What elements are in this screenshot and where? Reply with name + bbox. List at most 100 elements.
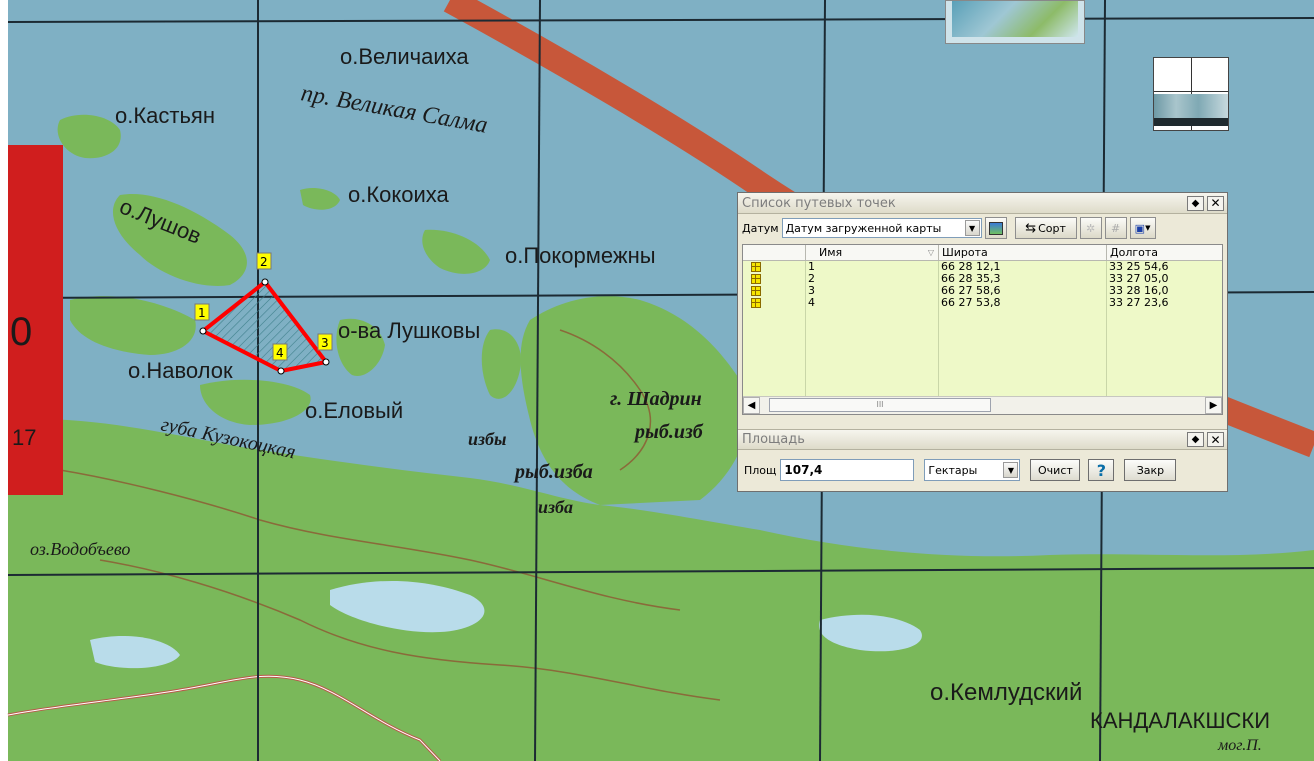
picture-icon	[988, 221, 1003, 235]
label-ryb-izba: рыб.изба	[513, 461, 593, 483]
cell-lat: 66 28 12,1	[939, 261, 1107, 273]
road	[7, 675, 441, 761]
save-dropdown-button[interactable]: ▣▼	[1129, 217, 1156, 239]
chevron-down-icon[interactable]: ▼	[964, 220, 980, 236]
header-icon-col	[743, 245, 806, 260]
column-divider	[938, 261, 939, 397]
header-lon[interactable]: Долгота	[1110, 246, 1159, 259]
left-margin	[0, 0, 8, 761]
sort-label: Сорт	[1038, 221, 1066, 235]
grid-button[interactable]: #	[1104, 217, 1127, 239]
polygon-vertices	[199, 278, 330, 375]
close-waypoints-button[interactable]: ✕	[1207, 195, 1224, 211]
chevron-down-icon[interactable]: ▼	[1003, 462, 1019, 478]
island-lushov	[112, 194, 247, 286]
sort-indicator-icon: ▽	[927, 248, 934, 257]
cell-lon: 33 25 54,6	[1109, 261, 1169, 273]
area-unit-select[interactable]: Гектары ▼	[924, 459, 1021, 481]
close-area-button[interactable]: ✕	[1207, 432, 1224, 447]
overview-map[interactable]	[945, 0, 1085, 44]
clear-button[interactable]: Очист	[1030, 459, 1081, 481]
preview-divider	[1154, 91, 1228, 92]
cell-lon: 33 27 05,0	[1109, 273, 1169, 285]
waypoint-icon	[743, 285, 806, 297]
mainland-east	[520, 296, 748, 505]
scroll-right-button[interactable]: ▶	[1205, 397, 1222, 414]
waypoint-icon	[751, 274, 761, 284]
datum-value: Датум загруженной карты	[785, 221, 942, 235]
waypoints-title: Список путевых точек	[742, 195, 896, 211]
header-name[interactable]: Имя ▽	[806, 245, 939, 260]
crosshair-icon: ✲	[1085, 221, 1096, 235]
waypoints-table[interactable]: Имя ▽ Широта Долгота 1 66 28 12,1 33 25 …	[742, 244, 1223, 415]
header-name-label: Имя	[819, 246, 843, 259]
area-menu-updown-button[interactable]: ◆	[1187, 432, 1204, 447]
vertex-1[interactable]	[199, 327, 207, 335]
updown-icon: ◆	[1191, 434, 1200, 445]
marker-2-label: 2	[260, 255, 268, 269]
marker-2[interactable]	[256, 252, 272, 270]
marker-1[interactable]	[194, 303, 210, 321]
table-header: Имя ▽ Широта Долгота	[743, 245, 1222, 261]
island-lushkovy	[336, 318, 385, 376]
island-kastyan	[57, 114, 121, 159]
marker-4[interactable]	[272, 343, 288, 361]
sort-icon: ⇆	[1025, 220, 1037, 236]
table-row[interactable]: 3 66 27 58,6 33 28 16,0	[743, 285, 1222, 297]
overview-map-image	[952, 1, 1078, 37]
label-pokormezhny: о.Покормежны	[505, 243, 656, 268]
area-panel: Площадь ◆ ✕ Площ 107,4 Гектары ▼ Очист ?…	[738, 429, 1227, 491]
cell-name: 4	[806, 297, 939, 309]
island-kokoikha	[300, 188, 340, 210]
island-navolok	[70, 296, 196, 355]
menu-updown-button[interactable]: ◆	[1187, 195, 1204, 211]
waypoints-window: Список путевых точек ◆ ✕ Датум Датум заг…	[737, 192, 1228, 492]
island-navolok2	[200, 379, 311, 425]
cell-lat: 66 27 53,8	[939, 297, 1107, 309]
label-izby: избы	[468, 429, 507, 449]
contour-line	[559, 329, 652, 471]
cell-lon: 33 27 23,6	[1109, 297, 1169, 309]
column-divider	[1106, 261, 1107, 397]
label-lushkovy: о-ва Лушковы	[338, 318, 480, 343]
cell-lat: 66 28 35,3	[939, 273, 1107, 285]
area-titlebar[interactable]: Площадь ◆ ✕	[738, 429, 1227, 450]
map-tile-preview[interactable]	[1153, 57, 1229, 131]
scroll-left-button[interactable]: ◀	[743, 397, 760, 414]
map-margin-block	[8, 145, 63, 495]
sort-button[interactable]: ⇆ Сорт	[1014, 217, 1077, 239]
vertex-4[interactable]	[277, 367, 285, 375]
help-button[interactable]: ?	[1088, 459, 1115, 481]
waypoint-icon	[743, 297, 806, 309]
mainland	[8, 419, 1314, 761]
header-lat[interactable]: Широта	[939, 245, 1107, 260]
table-row[interactable]: 4 66 27 53,8 33 27 23,6	[743, 297, 1222, 309]
close-panel-button[interactable]: Закр	[1124, 459, 1177, 481]
cell-name: 2	[806, 273, 939, 285]
vertex-2[interactable]	[261, 278, 269, 286]
waypoints-toolbar: Датум Датум загруженной карты ▼ ⇆ Сорт ✲…	[738, 214, 1227, 242]
lake	[819, 614, 922, 652]
marker-3[interactable]	[317, 333, 333, 351]
horizontal-scrollbar[interactable]: ◀ III ▶	[743, 396, 1222, 414]
table-row[interactable]: 1 66 28 12,1 33 25 54,6	[743, 261, 1222, 273]
vertex-3[interactable]	[322, 358, 330, 366]
area-value-field[interactable]: 107,4	[780, 459, 915, 481]
floppy-icon: ▣	[1134, 221, 1146, 235]
cell-name: 1	[806, 261, 939, 273]
map-image-button[interactable]	[984, 217, 1007, 239]
updown-icon: ◆	[1191, 197, 1200, 209]
datum-select[interactable]: Датум загруженной карты ▼	[781, 218, 982, 238]
label-mog: мог.П.	[1217, 737, 1262, 754]
goto-button[interactable]: ✲	[1079, 217, 1102, 239]
margin-number: 0	[10, 310, 32, 354]
hash-icon: #	[1110, 221, 1121, 235]
lake	[330, 580, 485, 633]
waypoints-titlebar[interactable]: Список путевых точек ◆ ✕	[738, 193, 1227, 214]
close-icon: ✕	[1210, 432, 1221, 447]
area-title: Площадь	[742, 432, 805, 447]
scroll-thumb[interactable]: III	[769, 398, 991, 412]
chevron-right-icon: ▶	[1209, 400, 1218, 411]
label-ryb-izb: рыб.изб	[633, 421, 704, 443]
table-row[interactable]: 2 66 28 35,3 33 27 05,0	[743, 273, 1222, 285]
